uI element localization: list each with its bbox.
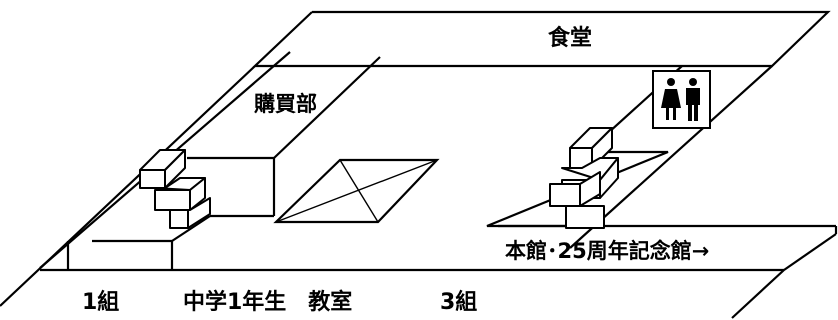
class-1-label: 1組 bbox=[82, 289, 119, 315]
atrium-skylight-icon bbox=[273, 158, 440, 224]
main-building-label: 本館･25周年記念館→ bbox=[505, 239, 709, 263]
stairs-left-icon bbox=[139, 149, 211, 229]
upper-floor-outline bbox=[0, 51, 773, 307]
main-building-band bbox=[40, 224, 838, 319]
cafeteria-band bbox=[252, 10, 831, 68]
classroom-label: 中学1年生 教室 bbox=[183, 289, 352, 315]
school-store-label: 購買部 bbox=[253, 92, 317, 116]
restroom-icon bbox=[652, 70, 711, 129]
stairs-right-icon bbox=[549, 127, 619, 229]
left-lower-section bbox=[66, 214, 274, 270]
cafeteria-label: 食堂 bbox=[548, 25, 592, 51]
class-3-label: 3組 bbox=[440, 289, 477, 315]
